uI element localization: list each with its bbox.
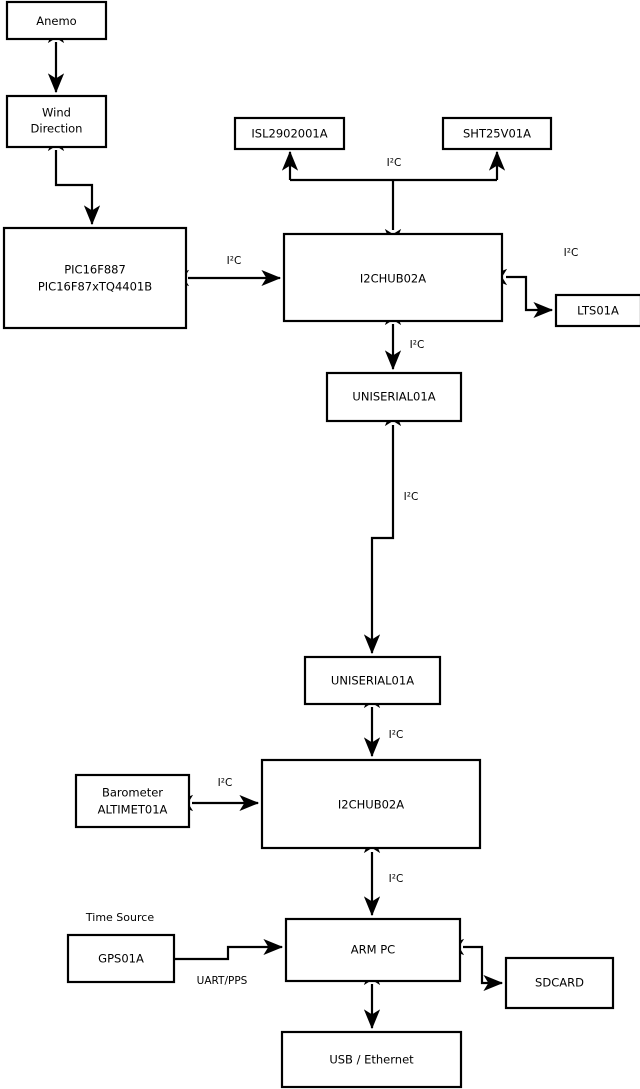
node-usb-ethernet-label: USB / Ethernet — [329, 1053, 414, 1067]
edge-label-uniserial-uniserial: I²C — [404, 491, 419, 503]
label-time-source: Time Source — [85, 911, 154, 924]
node-wind-direction-box[interactable] — [5, 94, 108, 149]
node-sdcard-box[interactable] — [504, 956, 615, 1010]
node-sht25v01a[interactable]: SHT25V01A — [441, 116, 553, 151]
node-sht25v01a-label: SHT25V01A — [463, 127, 531, 141]
node-i2chub02a-top-box[interactable] — [282, 232, 504, 323]
node-gps01a-label: GPS01A — [98, 952, 144, 966]
node-anemo-box[interactable] — [5, 0, 108, 41]
node-i2chub02a-bottom-box[interactable] — [260, 758, 482, 850]
edge-armpc-sdcard — [444, 938, 504, 992]
node-wind-direction-label-line1: Wind — [42, 106, 71, 120]
node-anemo[interactable]: Anemo — [5, 0, 108, 41]
node-isl2902001a[interactable]: ISL2902001A — [233, 116, 346, 151]
node-wind-direction[interactable]: Wind Direction — [5, 94, 108, 149]
node-i2chub02a-top-label: I2CHUB02A — [360, 272, 426, 286]
node-i2chub02a-top[interactable]: I2CHUB02A — [282, 232, 504, 323]
edge-uniserial-uniserial — [363, 406, 402, 655]
node-pic-label-line1: PIC16F887 — [64, 263, 126, 277]
node-usb-ethernet[interactable]: USB / Ethernet — [280, 1030, 463, 1089]
node-lts01a-label: LTS01A — [577, 304, 619, 318]
node-armpc[interactable]: ARM PC — [284, 917, 462, 983]
node-usb-ethernet-box[interactable] — [280, 1030, 463, 1089]
edge-label-hubtop-lts: I²C — [564, 247, 579, 259]
node-uniserial01a-top-box[interactable] — [325, 371, 463, 423]
node-pic[interactable]: PIC16F887 PIC16F87xTQ4401B — [2, 226, 188, 330]
node-i2chub02a-bottom[interactable]: I2CHUB02A — [260, 758, 482, 850]
edge-label-gps-armpc: UART/PPS — [197, 975, 248, 987]
edge-label-barometer-hubbot: I²C — [218, 777, 233, 789]
node-lts01a[interactable]: LTS01A — [554, 293, 640, 328]
node-uniserial01a-bottom-box[interactable] — [303, 655, 442, 706]
node-i2chub02a-bottom-label: I2CHUB02A — [338, 798, 404, 812]
node-anemo-label: Anemo — [36, 14, 76, 28]
node-barometer[interactable]: Barometer ALTIMET01A — [74, 773, 191, 829]
node-uniserial01a-top-label: UNISERIAL01A — [352, 390, 435, 404]
node-uniserial01a-bottom-label: UNISERIAL01A — [331, 674, 414, 688]
node-uniserial01a-bottom[interactable]: UNISERIAL01A — [303, 655, 442, 706]
edge-label-hubbot-armpc: I²C — [389, 873, 404, 885]
node-wind-direction-label-line2: Direction — [31, 122, 83, 136]
edge-label-pic-hubtop: I²C — [227, 255, 242, 267]
node-isl2902001a-box[interactable] — [233, 116, 346, 151]
node-gps01a-box[interactable] — [66, 933, 176, 984]
edge-label-sensor-bus: I²C — [387, 157, 402, 169]
edge-label-hubtop-uniserialtop: I²C — [410, 339, 425, 351]
node-barometer-box[interactable] — [74, 773, 191, 829]
edge-label-uniserialbot-hubbot: I²C — [389, 729, 404, 741]
node-armpc-box[interactable] — [284, 917, 462, 983]
edge-wind-pic — [47, 131, 101, 226]
node-barometer-label-line2: ALTIMET01A — [98, 803, 168, 817]
node-gps01a[interactable]: GPS01A — [66, 933, 176, 984]
node-sdcard-label: SDCARD — [535, 976, 584, 990]
node-uniserial01a-top[interactable]: UNISERIAL01A — [325, 371, 463, 423]
node-armpc-label: ARM PC — [351, 943, 395, 957]
node-sht25v01a-box[interactable] — [441, 116, 553, 151]
node-sdcard[interactable]: SDCARD — [504, 956, 615, 1010]
node-isl2902001a-label: ISL2902001A — [251, 127, 327, 141]
edge-hubtop-lts — [487, 268, 554, 319]
node-barometer-label-line1: Barometer — [102, 786, 163, 800]
node-lts01a-box[interactable] — [554, 293, 640, 328]
node-pic-box[interactable] — [2, 226, 188, 330]
edge-gps-armpc — [175, 938, 284, 961]
node-pic-label-line2: PIC16F87xTQ4401B — [38, 280, 152, 294]
